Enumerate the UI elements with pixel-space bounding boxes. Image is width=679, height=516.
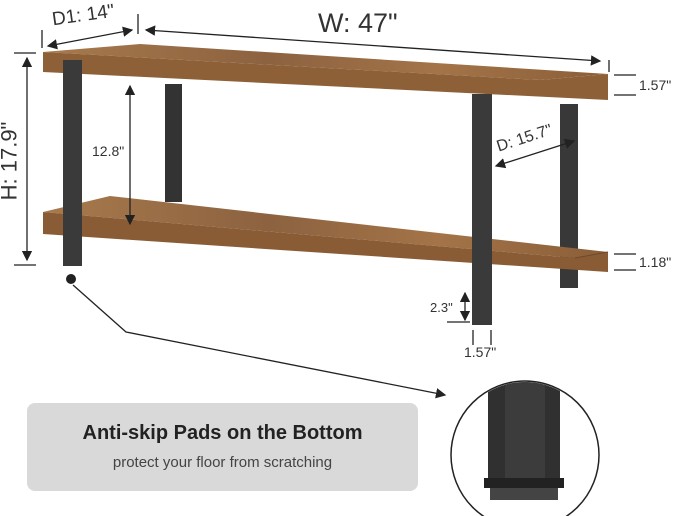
callout-subtitle: protect your floor from scratching (112, 454, 333, 471)
bottom-shelf-top (43, 196, 608, 258)
top-thickness-label: 1.57" (639, 77, 672, 93)
anti-skip-pad-detail (450, 380, 600, 516)
bottom-thickness-label: 1.18" (639, 254, 672, 270)
height-label: H: 17.9" (0, 121, 22, 201)
width-label: W: 47" (318, 8, 398, 38)
front-left-leg (63, 60, 82, 266)
shelf-gap-label: 12.8" (92, 143, 125, 159)
anti-skip-pad-dot (66, 274, 76, 284)
dimension-lines (14, 14, 636, 399)
anti-skip-callout: Anti-skip Pads on the Bottom protect you… (27, 403, 418, 491)
callout-title: Anti-skip Pads on the Bottom (82, 422, 363, 444)
clearance-label: 2.3" (430, 300, 453, 315)
bottom-shelf-front (43, 212, 608, 272)
leg-width-label: 1.57" (464, 344, 497, 360)
front-right-leg (472, 94, 492, 325)
back-left-leg (165, 84, 182, 202)
